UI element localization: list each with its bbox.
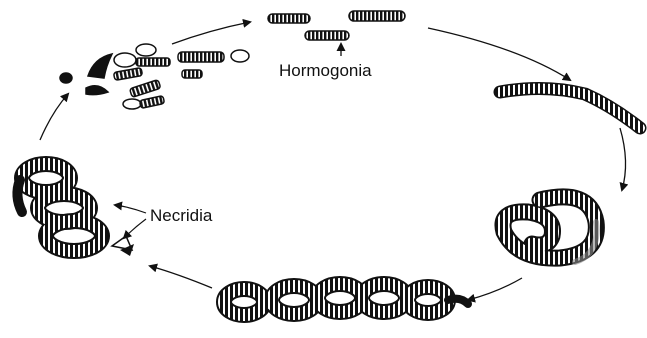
helical-filament	[224, 284, 468, 315]
arrow-bottom-left	[150, 266, 212, 288]
elongating-filament	[500, 88, 640, 128]
necridia-pointer-arrows	[115, 205, 146, 238]
arrow-top-left	[172, 22, 250, 44]
arrow-bottom-right	[468, 278, 522, 300]
necridia-label: Necridia	[150, 207, 212, 224]
arrow-top-right	[428, 28, 570, 80]
hormogonia-label: Hormogonia	[279, 62, 372, 79]
arrow-right	[620, 128, 626, 190]
arrow-left	[40, 94, 68, 140]
fragmenting-filaments	[60, 44, 249, 109]
hormogonia-filaments	[268, 11, 405, 40]
coiling-filament	[503, 197, 597, 262]
coiled-filament-with-necridia	[17, 164, 134, 256]
